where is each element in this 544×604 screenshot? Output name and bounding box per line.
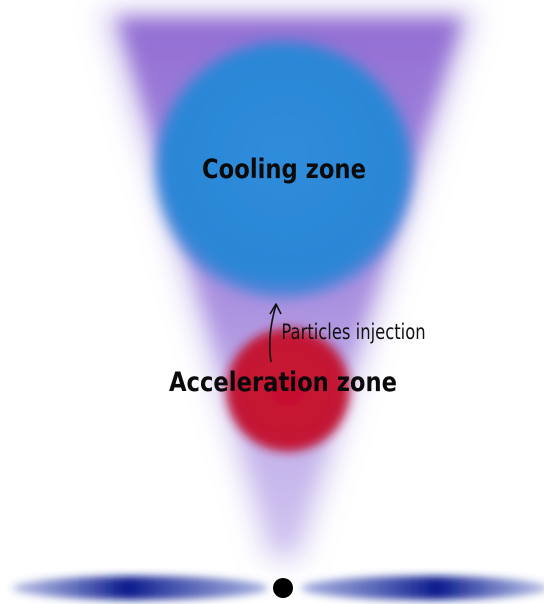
cooling-zone-blob [156, 42, 412, 298]
acceleration-zone-label: Acceleration zone [168, 367, 398, 398]
acceleration-zone-blob [226, 328, 350, 452]
cooling-zone-label: Cooling zone [202, 154, 366, 185]
black-hole-icon [273, 578, 293, 598]
particles-injection-label: Particles injection [281, 320, 426, 344]
accretion-disk-left [12, 576, 268, 600]
accretion-disk-right [301, 576, 544, 600]
arrow-up-icon [269, 303, 282, 363]
